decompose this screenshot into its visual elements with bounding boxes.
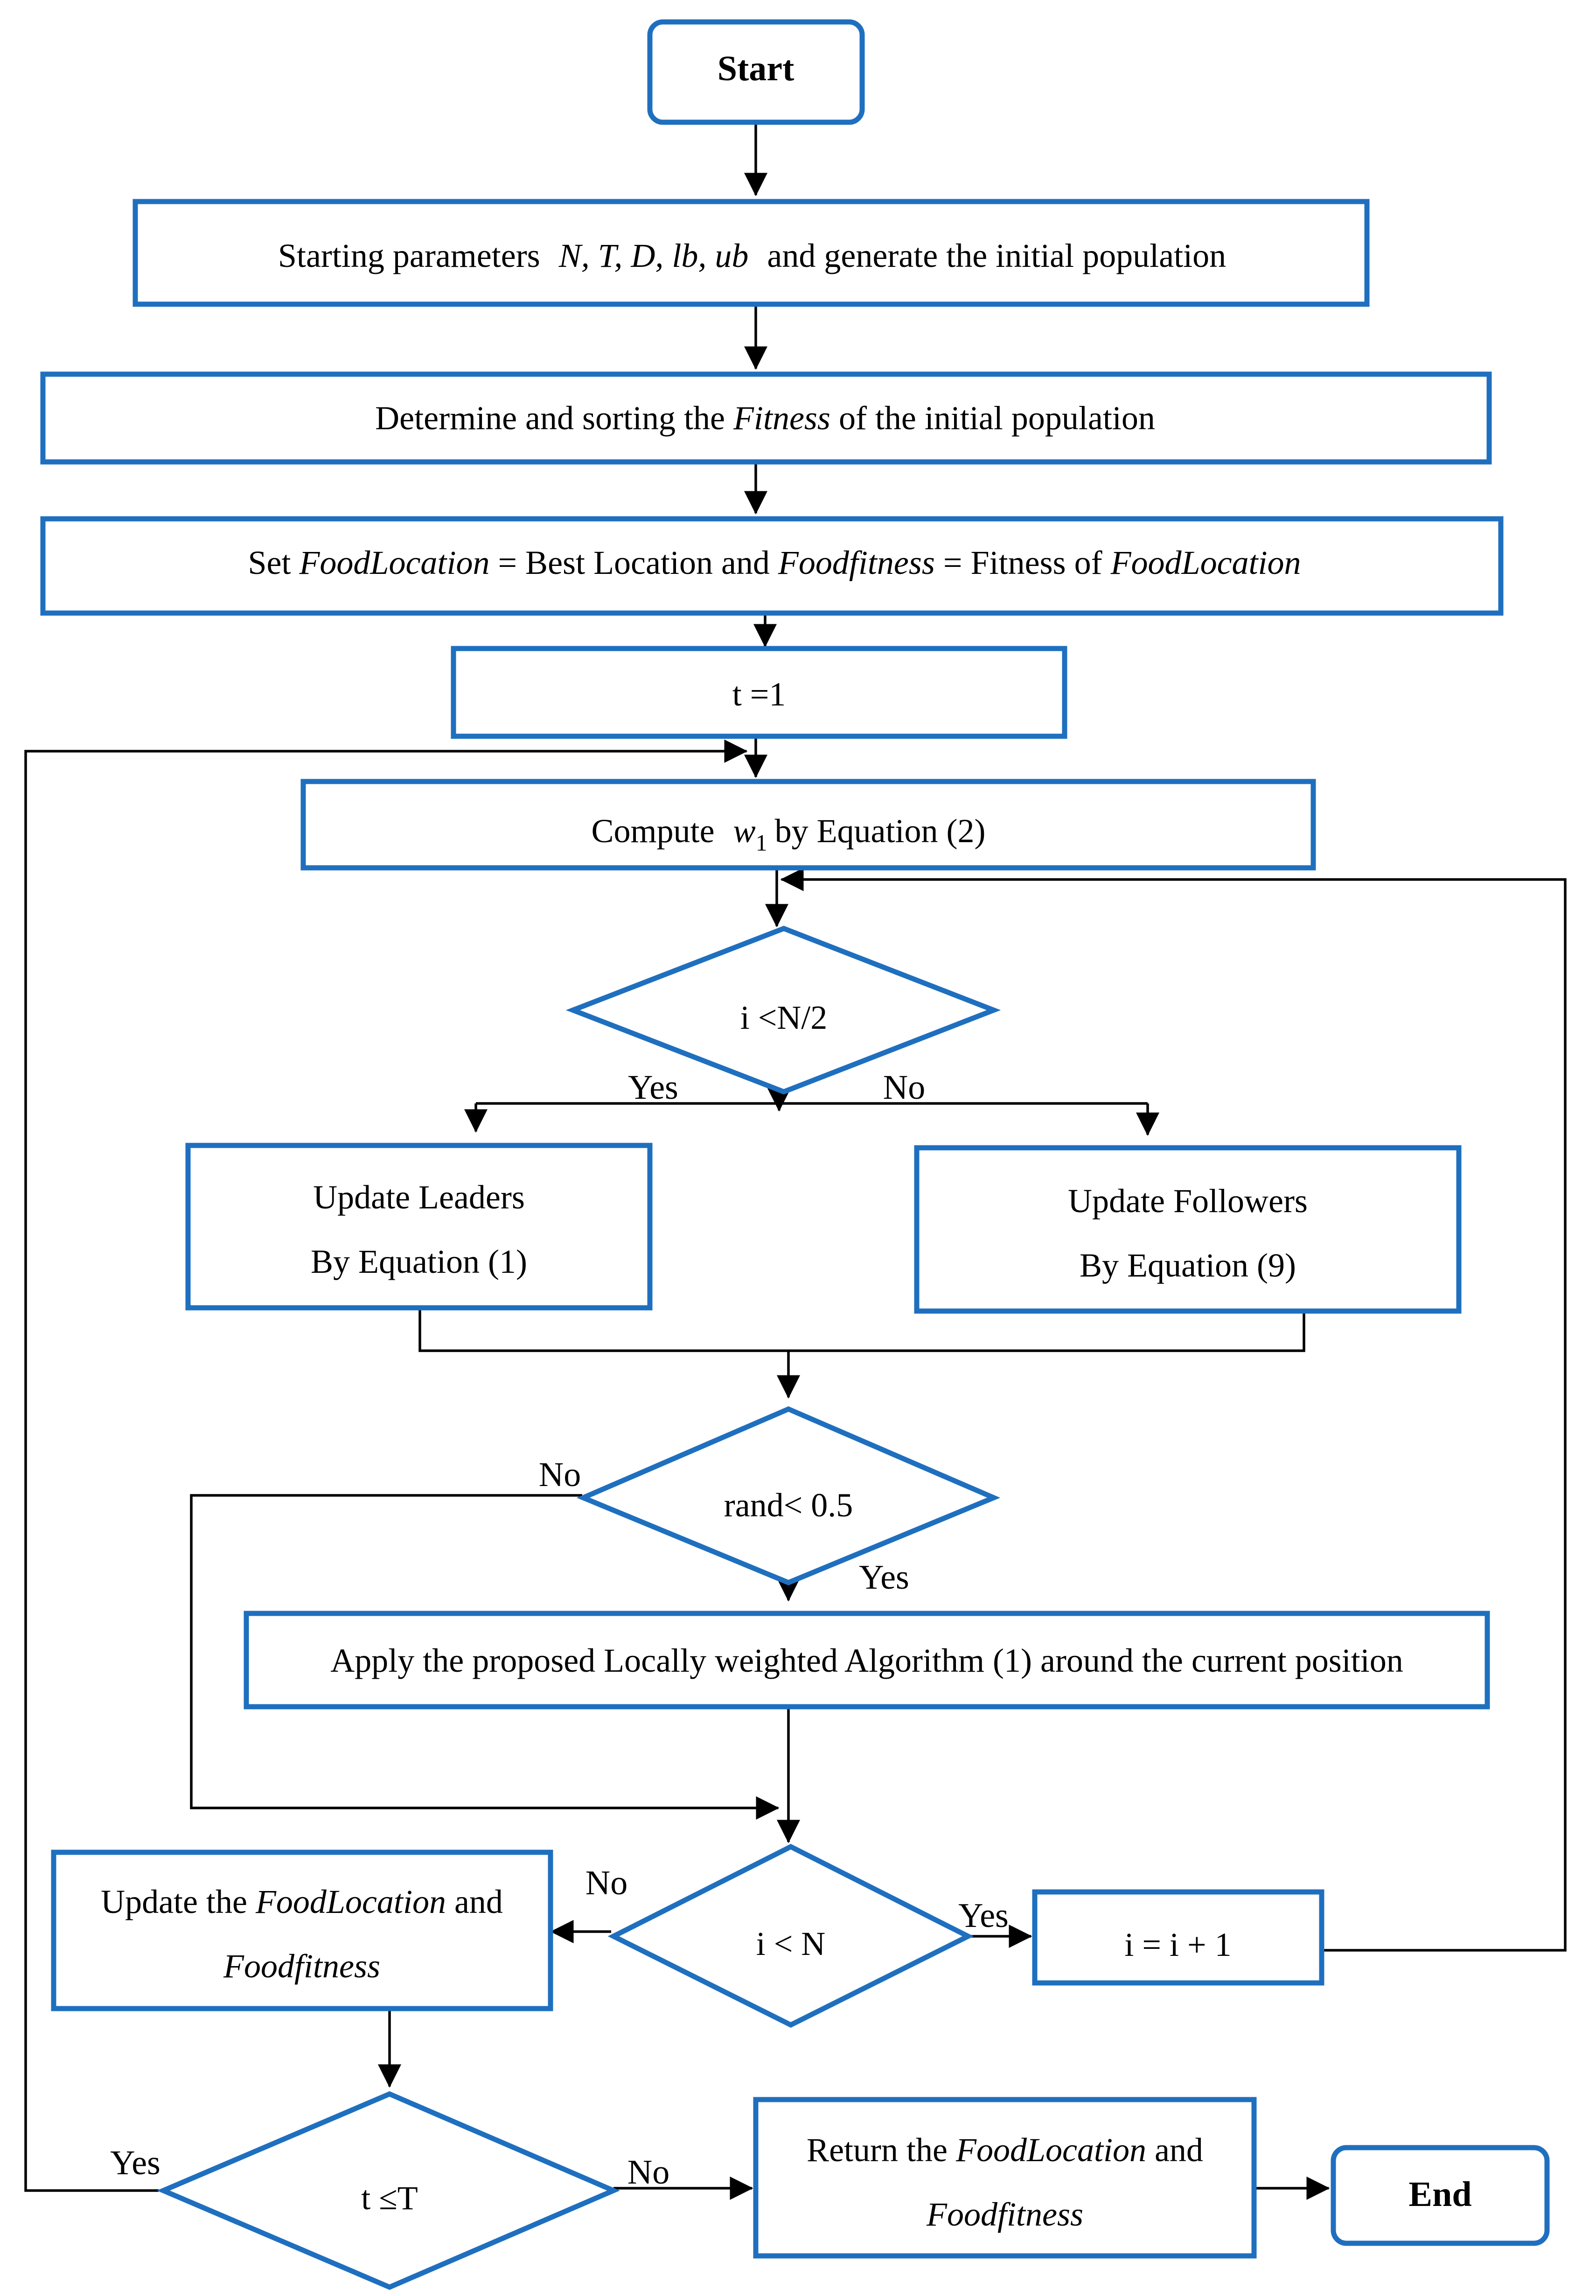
cond-rand-diamond: rand< 0.5 [576,1406,1001,1585]
cond-t-diamond: t ≤T [156,2091,620,2290]
n-yes-label: Yes [958,1897,1009,1935]
edge-merge-branches [418,1306,1305,1352]
t-init-label: t =1 [732,676,786,713]
end-node: End [1331,2145,1550,2246]
n-no-label: No [585,1864,627,1902]
cond-half-diamond: i <N/2 [565,926,1001,1095]
cond-rand-label: rand< 0.5 [724,1486,853,1524]
cond-n-diamond: i < N [607,1843,974,2028]
followers-line1: Update Followers [1068,1182,1308,1220]
cond-half-label: i <N/2 [740,999,828,1036]
start-label: Start [718,49,795,88]
t-no-label: No [627,2153,669,2191]
edge-condrand-no [190,1494,780,1820]
leaders-line2: By Equation (1) [311,1243,527,1280]
rand-no-label: No [539,1456,581,1494]
followers-box: Update Followers By Equation (9) [914,1145,1462,1314]
cond-n-label: i < N [756,1925,826,1962]
return-food-line2: Foodfitness [926,2196,1083,2233]
edge-loop-t-yes [24,740,748,2192]
apply-lwa-box: Apply the proposed Locally weighted Algo… [244,1611,1490,1710]
apply-lwa-label: Apply the proposed Locally weighted Algo… [330,1642,1403,1679]
connectors [24,124,1567,2200]
incr-box: i = i + 1 [1032,1889,1324,1986]
update-food-line2: Foodfitness [223,1947,380,1985]
t-yes-label: Yes [110,2144,160,2182]
followers-line2: By Equation (9) [1080,1247,1296,1284]
half-no-label: No [883,1068,925,1107]
edge-incr-loop [780,868,1567,1952]
cond-t-label: t ≤T [361,2179,418,2217]
start-node: Start [647,19,865,125]
edge-labels: Yes No No Yes No Yes Yes No [110,1068,1009,2191]
rand-yes-label: Yes [859,1558,909,1597]
leaders-box: Update Leaders By Equation (1) [185,1143,653,1311]
leaders-line1: Update Leaders [313,1179,525,1216]
half-yes-label: Yes [628,1068,678,1107]
end-label: End [1408,2175,1471,2214]
incr-label: i = i + 1 [1124,1926,1231,1963]
t-init-box: t =1 [451,646,1067,739]
